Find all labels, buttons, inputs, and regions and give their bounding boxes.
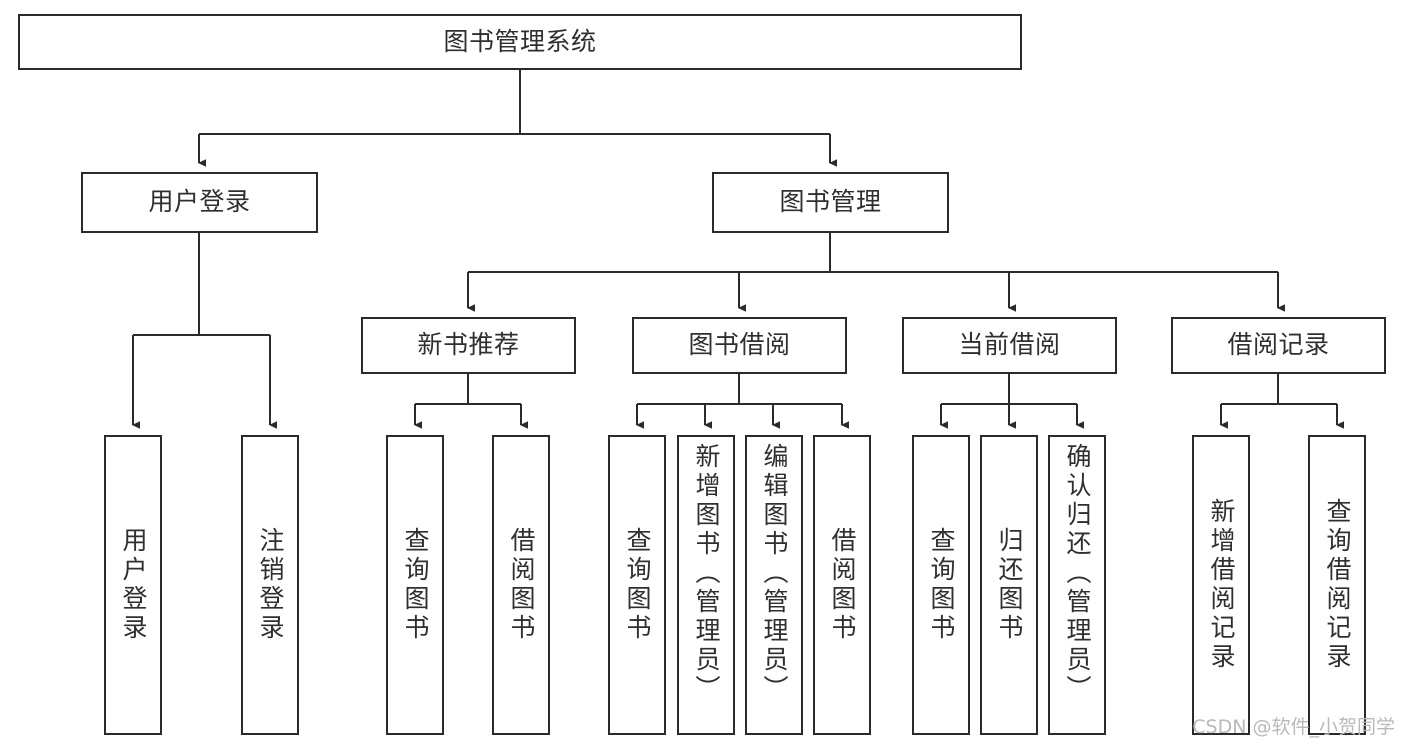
node-book-management-label: 图书管理 [779,187,882,217]
node-borrowing-records[interactable]: 借阅记录 [1171,317,1386,374]
leaf-edit-book-admin[interactable]: 编辑图书（管理员） [745,435,803,735]
leaf-query-borrow-record-label: 查询借阅记录 [1323,498,1352,672]
leaf-borrow-book-recommend-label: 借阅图书 [507,527,536,643]
leaf-return-book-label: 归还图书 [995,527,1024,643]
leaf-query-book-recommend[interactable]: 查询图书 [386,435,444,735]
leaf-add-book-admin-label: 新增图书（管理员） [692,443,721,704]
leaf-add-book-admin[interactable]: 新增图书（管理员） [677,435,735,735]
node-current-borrowing-label: 当前借阅 [958,330,1061,360]
leaf-query-book-borrow-label: 查询图书 [623,527,652,643]
node-book-borrowing-label: 图书借阅 [688,330,791,360]
leaf-query-book-current[interactable]: 查询图书 [912,435,970,735]
leaf-borrow-book[interactable]: 借阅图书 [813,435,871,735]
leaf-user-login[interactable]: 用户登录 [104,435,162,735]
node-root-library-management-system[interactable]: 图书管理系统 [18,14,1022,70]
leaf-borrow-book-label: 借阅图书 [828,527,857,643]
leaf-query-borrow-record[interactable]: 查询借阅记录 [1308,435,1366,735]
node-root-label: 图书管理系统 [443,26,597,56]
leaf-query-book-borrow[interactable]: 查询图书 [608,435,666,735]
node-new-book-recommendation[interactable]: 新书推荐 [361,317,576,374]
node-book-management[interactable]: 图书管理 [712,172,949,233]
leaf-edit-book-admin-label: 编辑图书（管理员） [760,443,789,704]
node-user-login-label: 用户登录 [148,187,251,217]
leaf-user-login-label: 用户登录 [119,527,148,643]
leaf-add-borrow-record[interactable]: 新增借阅记录 [1192,435,1250,735]
leaf-return-book[interactable]: 归还图书 [980,435,1038,735]
leaf-logout-label: 注销登录 [256,527,285,643]
leaf-logout[interactable]: 注销登录 [241,435,299,735]
node-user-login[interactable]: 用户登录 [81,172,318,233]
node-borrowing-records-label: 借阅记录 [1227,330,1330,360]
leaf-confirm-return-admin-label: 确认归还（管理员） [1063,443,1092,704]
leaf-add-borrow-record-label: 新增借阅记录 [1207,498,1236,672]
node-new-book-recommendation-label: 新书推荐 [417,330,520,360]
leaf-borrow-book-recommend[interactable]: 借阅图书 [492,435,550,735]
node-book-borrowing[interactable]: 图书借阅 [632,317,847,374]
leaf-query-book-recommend-label: 查询图书 [401,527,430,643]
leaf-confirm-return-admin[interactable]: 确认归还（管理员） [1048,435,1106,735]
leaf-query-book-current-label: 查询图书 [927,527,956,643]
node-current-borrowing[interactable]: 当前借阅 [902,317,1117,374]
